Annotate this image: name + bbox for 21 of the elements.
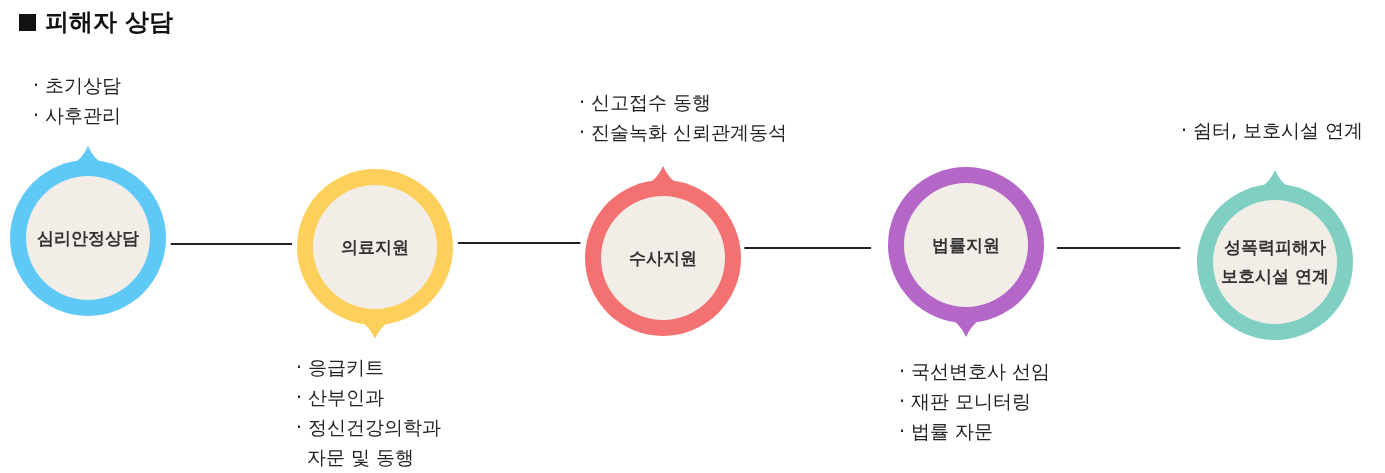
bullet-text: · 쉼터, 보호시설 연계	[1181, 118, 1364, 143]
bullet-text: · 사후관리	[33, 103, 122, 128]
connector-line	[1055, 247, 1182, 249]
node-label: 성폭력피해자 보호시설 연계	[1220, 236, 1330, 288]
connector-line	[456, 242, 582, 244]
bullet-text: · 신고접수 동행	[579, 90, 712, 115]
node-label: 법률지원	[932, 233, 1000, 257]
bullet-text: · 응급키트	[296, 355, 385, 380]
node-label: 수사지원	[629, 246, 697, 270]
node-label: 의료지원	[341, 235, 409, 259]
bullet-text: · 초기상담	[33, 73, 122, 98]
title: 피해자 상담	[45, 7, 174, 38]
bullet-text: · 국선변호사 선임	[899, 359, 1051, 384]
bullet-text: · 진술녹화 신뢰관계동석	[579, 120, 788, 145]
bullet-text: · 재판 모니터링	[899, 389, 1032, 414]
bullet-text: · 산부인과	[296, 385, 385, 410]
bullet-text: · 정신건강의학과 자문 및 동행	[296, 415, 443, 470]
node-label: 심리안정상담	[37, 226, 139, 250]
connector-line	[169, 243, 294, 245]
connector-line	[743, 247, 873, 249]
bullet-text: · 법률 자문	[899, 419, 994, 444]
